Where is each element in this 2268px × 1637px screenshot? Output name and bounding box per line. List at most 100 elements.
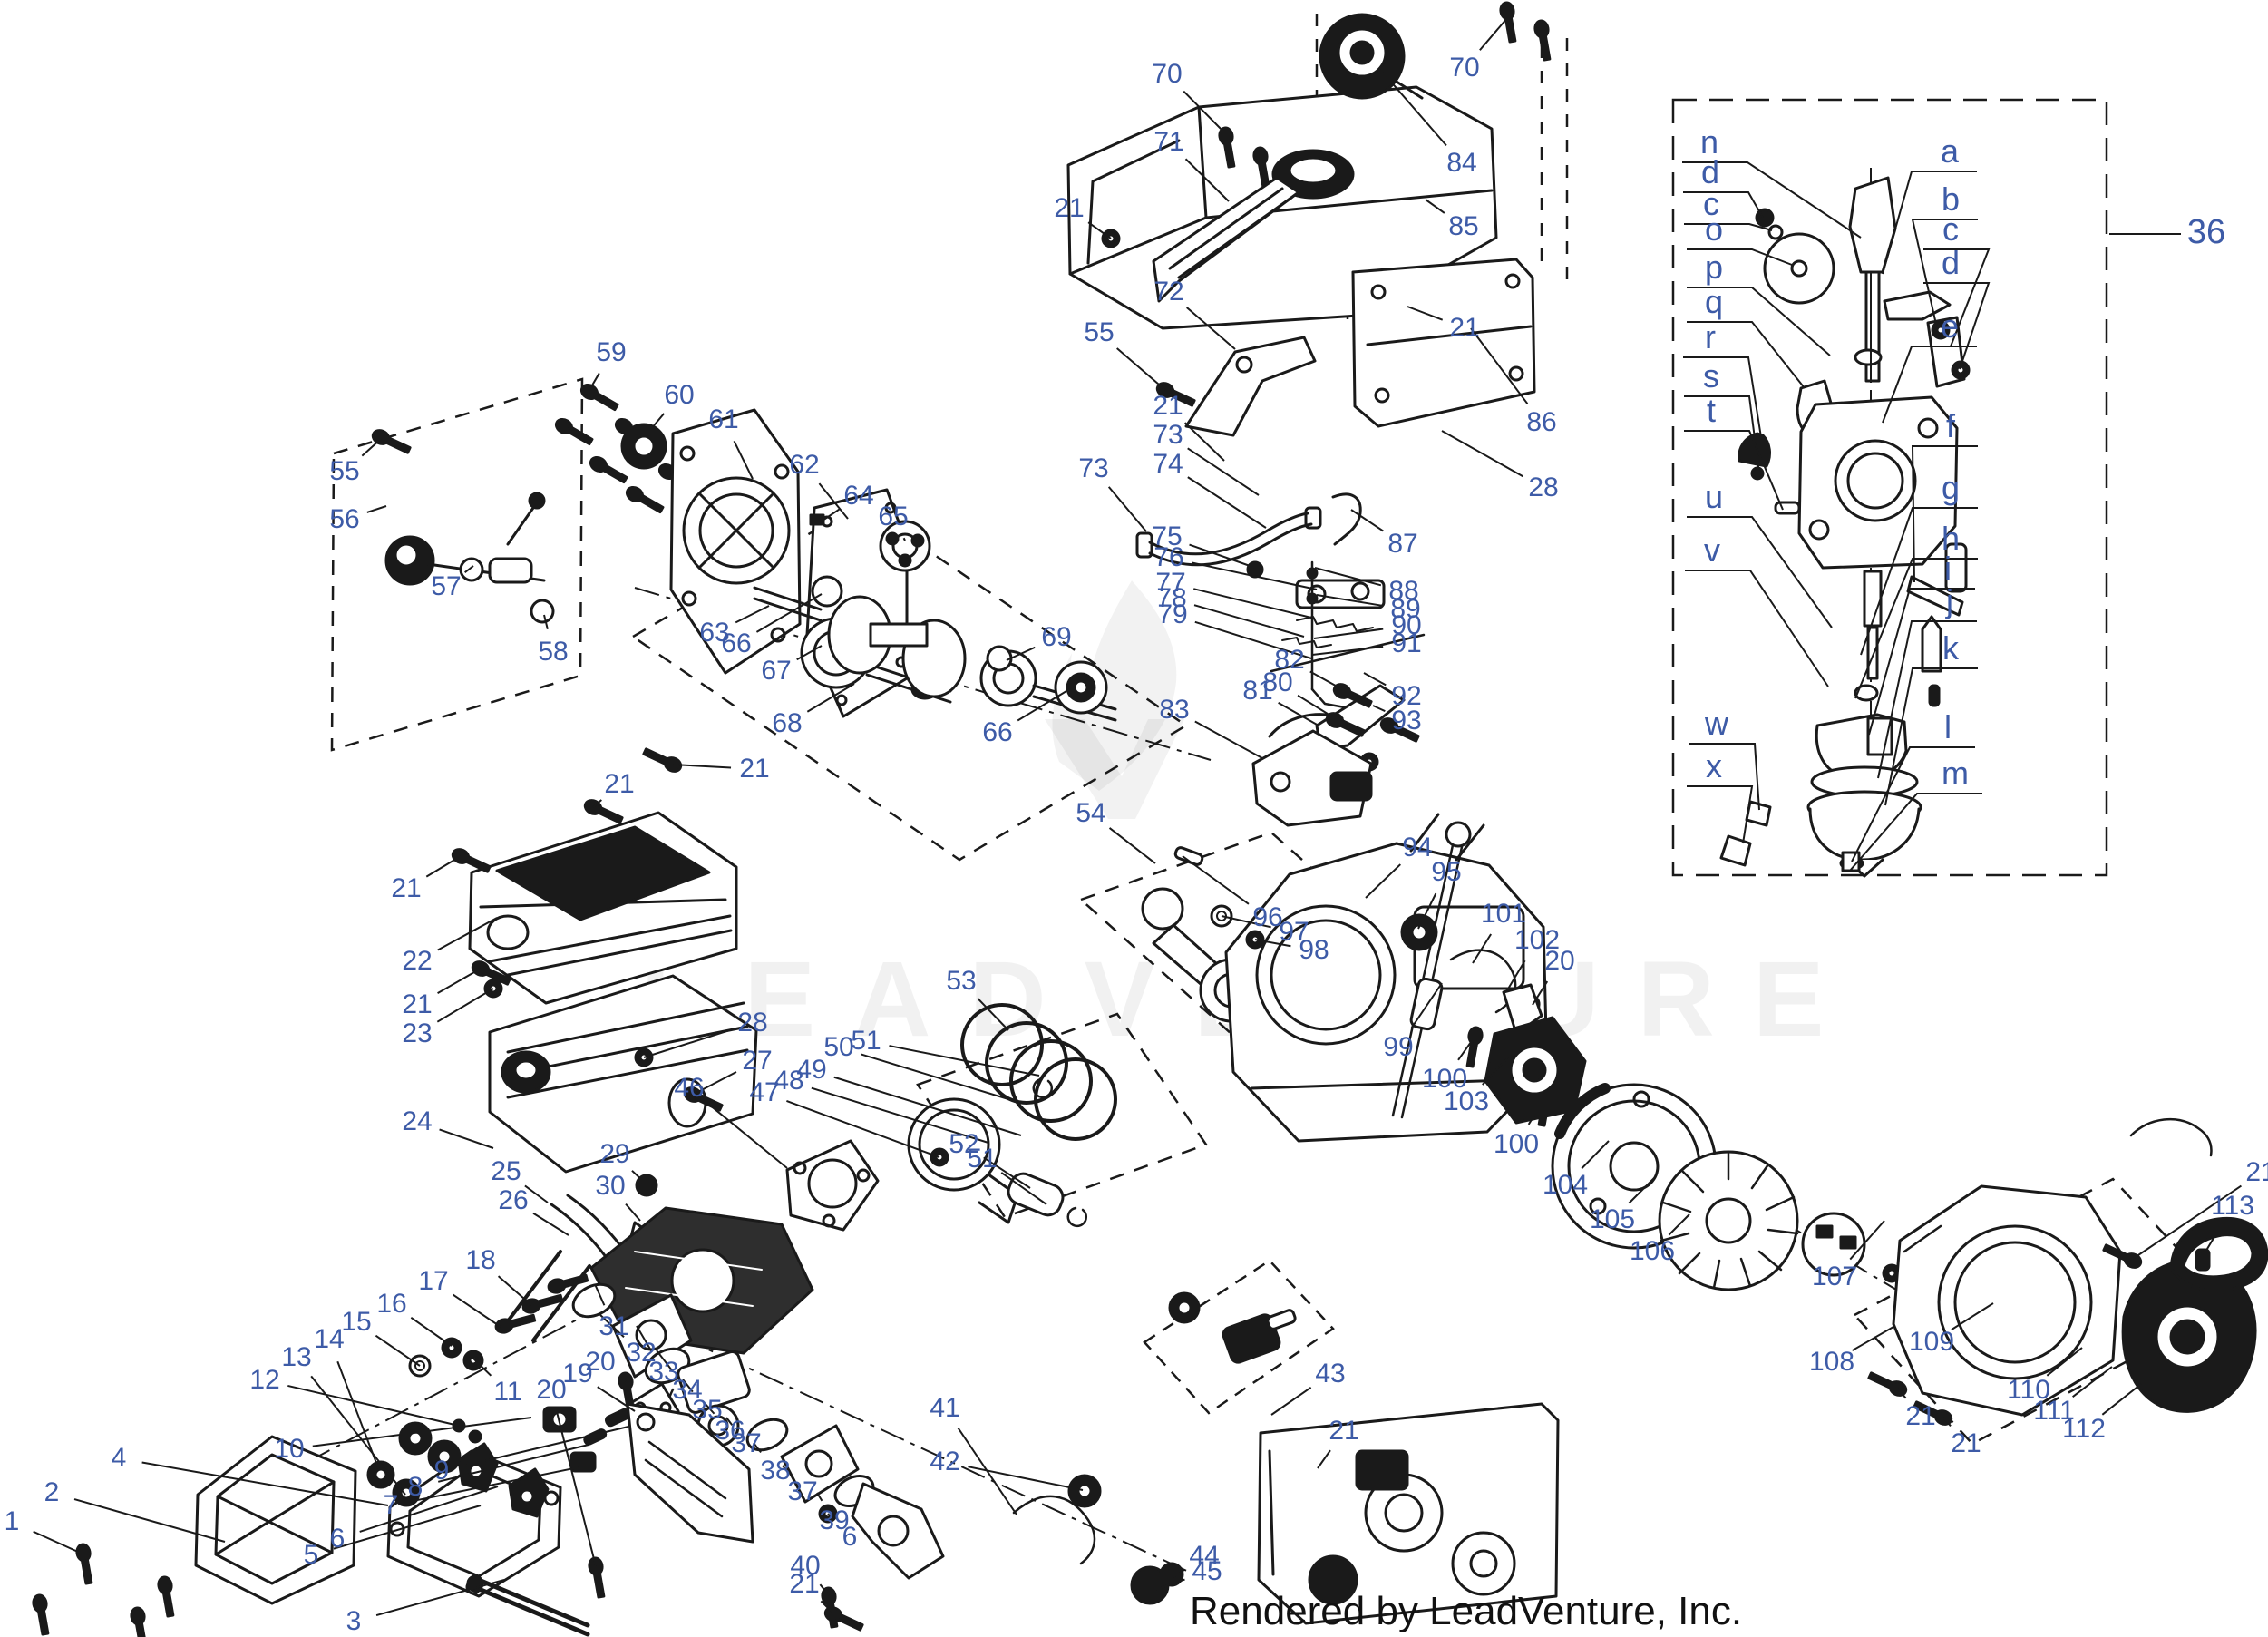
callout-36: 36	[715, 1416, 745, 1446]
callout-18: 18	[465, 1245, 496, 1275]
carb-callout-g: g	[1941, 469, 1961, 506]
rendered-by-text: Rendered by LeadVenture, Inc.	[1190, 1589, 1743, 1633]
callout-69: 69	[1041, 622, 1072, 652]
oil-seal-95	[1400, 913, 1438, 951]
fuel-line-41	[1012, 1495, 1096, 1565]
carb-callout-w: w	[1705, 705, 1728, 742]
callout-8: 8	[407, 1472, 423, 1502]
callout-54: 54	[1076, 798, 1106, 828]
fuel-valve-box	[1143, 1259, 1335, 1415]
callout-83: 83	[1159, 695, 1190, 725]
callout-71: 71	[1153, 127, 1184, 157]
gasket-37a	[745, 1418, 789, 1452]
callout-50: 50	[823, 1032, 854, 1062]
callout-89: 89	[1390, 594, 1421, 624]
callout-39: 39	[819, 1505, 850, 1535]
callout-87: 87	[1387, 529, 1418, 559]
callout-65: 65	[878, 502, 909, 531]
callout-46: 46	[674, 1073, 705, 1103]
carb-callout-x: x	[1706, 747, 1722, 784]
carb-callout-t: t	[1706, 392, 1717, 429]
callout-37: 37	[731, 1428, 762, 1458]
callout-1: 1	[4, 1506, 20, 1536]
callout-11: 11	[493, 1377, 522, 1407]
carburetor-detail-box	[1671, 98, 2108, 877]
callout-47: 47	[749, 1077, 780, 1107]
callout-102: 102	[1514, 925, 1561, 955]
callout-55: 55	[329, 456, 360, 486]
carb-callout-r: r	[1705, 318, 1716, 356]
carb-callout-c: c	[1703, 185, 1719, 222]
callout-100: 100	[1493, 1129, 1540, 1159]
callout-85: 85	[1448, 211, 1479, 241]
callout-21: 21	[789, 1569, 820, 1599]
callout-16: 16	[376, 1289, 407, 1319]
callout-64: 64	[843, 481, 874, 511]
callout-24: 24	[402, 1106, 433, 1136]
carb-callout-n: n	[1699, 123, 1719, 161]
cover-bolts-1	[31, 1542, 179, 1637]
washer-69	[986, 645, 1013, 672]
callout-19: 19	[562, 1359, 593, 1389]
callout-38: 38	[760, 1456, 791, 1486]
callout-82: 82	[1274, 645, 1305, 675]
callout-49: 49	[796, 1055, 827, 1085]
callout-21: 21	[391, 873, 422, 903]
callout-51: 51	[851, 1026, 881, 1056]
callout-61: 61	[708, 404, 739, 434]
callout-14: 14	[314, 1324, 345, 1354]
grommet-42	[1067, 1474, 1102, 1508]
bottom-shroud-drawing	[1257, 1402, 1560, 1625]
callout-12: 12	[249, 1365, 280, 1395]
callout-105: 105	[1589, 1204, 1636, 1234]
callout-56: 56	[329, 504, 360, 534]
callout-70: 70	[1449, 53, 1480, 83]
callout-32: 32	[626, 1338, 657, 1368]
carb-callout-b: b	[1941, 180, 1961, 218]
carb-callout-c: c	[1942, 210, 1959, 248]
callout-21: 21	[1329, 1416, 1359, 1446]
callout-22: 22	[402, 946, 433, 976]
callout-98: 98	[1299, 935, 1329, 965]
callout-51: 51	[967, 1144, 998, 1174]
callout-52: 52	[949, 1129, 979, 1159]
intake-elbow-39	[851, 1482, 945, 1580]
callout-77: 77	[1155, 568, 1186, 598]
governor-shaft-drawing	[384, 492, 555, 624]
callout-95: 95	[1431, 857, 1462, 887]
callout-101: 101	[1480, 899, 1527, 929]
callout-42: 42	[930, 1447, 960, 1476]
callout-93: 93	[1391, 706, 1422, 736]
callout-28: 28	[737, 1008, 768, 1038]
callout-79: 79	[1157, 599, 1188, 629]
callout-43: 43	[1315, 1359, 1346, 1389]
callout-55: 55	[1084, 317, 1115, 347]
ignition-coil-drawing	[1484, 1016, 1587, 1125]
callout-15: 15	[341, 1307, 372, 1337]
carb-callout-l: l	[1944, 708, 1952, 745]
callout-2: 2	[44, 1477, 60, 1507]
callout-103: 103	[1443, 1086, 1490, 1116]
breather-hose-drawing	[1135, 506, 1322, 567]
callout-111: 111	[2033, 1396, 2075, 1426]
callout-74: 74	[1153, 449, 1183, 479]
muffler-cover-drawing	[468, 811, 738, 1005]
callout-21: 21	[1449, 313, 1480, 343]
callout-75: 75	[1152, 521, 1183, 551]
carb-callout-d: d	[1941, 244, 1961, 281]
valve-train-small-parts	[366, 1270, 639, 1507]
callout-86: 86	[1526, 407, 1557, 437]
dowel-96	[1173, 846, 1204, 866]
callout-59: 59	[596, 337, 627, 367]
callout-112: 112	[2062, 1414, 2106, 1444]
callout-106: 106	[1629, 1236, 1676, 1266]
carb-box-ref-36: 36	[2186, 213, 2226, 251]
callout-5: 5	[303, 1540, 319, 1570]
callout-23: 23	[402, 1018, 433, 1048]
carb-callout-i: i	[1944, 550, 1952, 587]
callout-6: 6	[329, 1524, 346, 1554]
callout-57: 57	[431, 571, 462, 601]
callout-13: 13	[281, 1342, 312, 1372]
recoil-spring-drawing	[2129, 1117, 2213, 1157]
